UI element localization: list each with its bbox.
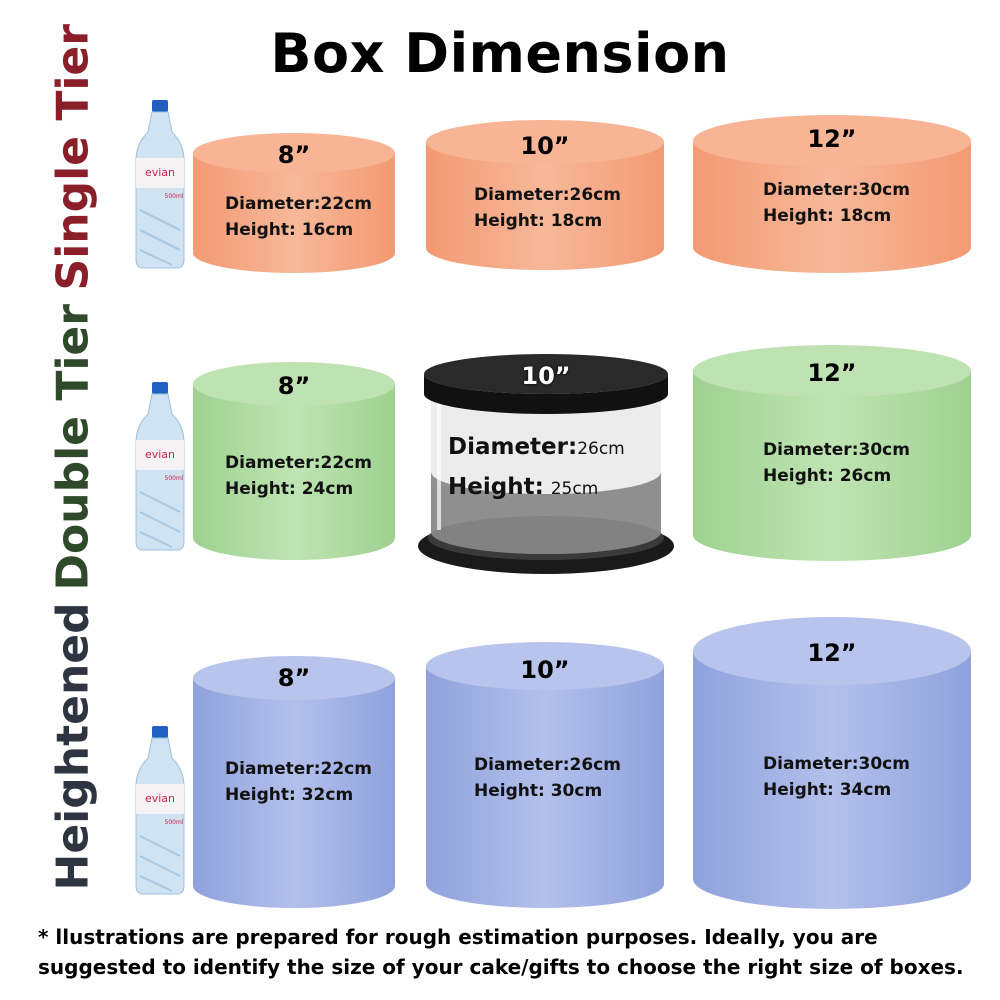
bottle-brand: evian (145, 448, 175, 461)
box-size-label: 8” (277, 664, 311, 692)
box-specs: Diameter:30cm Height: 34cm (763, 751, 910, 803)
diameter-label: Diameter: (225, 194, 321, 214)
diameter-value: 30cm (858, 440, 910, 460)
row-label-double-tier: Double Tier (47, 304, 99, 591)
box-double-10-clear: 10” Diameter:26cm Height: 25cm (415, 352, 677, 582)
diameter-value: 22cm (320, 759, 372, 779)
height-value: 18cm (839, 206, 892, 226)
box-single-8: 8” Diameter:22cm Height: 16cm (193, 133, 395, 273)
height-value: 34cm (839, 780, 892, 800)
box-size-label: 10” (520, 132, 570, 160)
footnote: * llustrations are prepared for rough es… (38, 925, 964, 979)
box-size-label: 10” (520, 656, 570, 684)
height-label: Height: (474, 781, 545, 801)
box-specs: Diameter:26cm Height: 30cm (474, 752, 621, 804)
box-heightened-10: 10” Diameter:26cm Height: 30cm (426, 642, 664, 908)
diameter-label: Diameter: (763, 754, 859, 774)
box-size-label: 12” (807, 359, 857, 387)
diameter-label: Diameter: (225, 759, 321, 779)
box-specs: Diameter:22cm Height: 32cm (225, 756, 372, 808)
box-heightened-8: 8” Diameter:22cm Height: 32cm (193, 656, 395, 908)
water-bottle-icon: evian 500ml (132, 100, 188, 270)
height-value: 18cm (550, 211, 603, 231)
diameter-value: 26cm (569, 185, 621, 205)
box-specs: Diameter:30cm Height: 18cm (763, 177, 910, 229)
diameter-value: 26cm (569, 755, 621, 775)
box-specs: Diameter:22cm Height: 16cm (225, 191, 372, 243)
diameter-label: Diameter: (448, 434, 578, 460)
page-title: Box Dimension (270, 22, 730, 85)
box-specs: Diameter:26cm Height: 25cm (448, 428, 625, 508)
height-label: Height: (225, 479, 296, 499)
height-value: 25cm (550, 479, 599, 499)
bottle-volume: 500ml (165, 819, 184, 826)
bottle-brand: evian (145, 166, 175, 179)
height-value: 30cm (550, 781, 603, 801)
height-label: Height: (763, 206, 834, 226)
diameter-value: 26cm (577, 439, 625, 459)
height-value: 24cm (301, 479, 354, 499)
box-specs: Diameter:22cm Height: 24cm (225, 450, 372, 502)
box-size-label: 12” (807, 639, 857, 667)
height-value: 26cm (839, 466, 892, 486)
diameter-label: Diameter: (474, 755, 570, 775)
height-label: Height: (474, 211, 545, 231)
diameter-label: Diameter: (763, 440, 859, 460)
box-specs: Diameter:30cm Height: 26cm (763, 437, 910, 489)
height-label: Height: (763, 466, 834, 486)
water-bottle-icon: evian 500ml (132, 726, 188, 896)
water-bottle-icon: evian 500ml (132, 382, 188, 552)
box-size-label: 10” (521, 362, 571, 390)
box-double-8: 8” Diameter:22cm Height: 24cm (193, 362, 395, 560)
height-label: Height: (225, 785, 296, 805)
bottle-brand: evian (145, 792, 175, 805)
diameter-value: 30cm (858, 180, 910, 200)
diameter-value: 30cm (858, 754, 910, 774)
height-label: Height: (225, 220, 296, 240)
box-size-label: 8” (277, 372, 311, 400)
box-single-10: 10” Diameter:26cm Height: 18cm (426, 120, 664, 270)
height-label: Height: (448, 474, 544, 500)
box-size-label: 12” (807, 125, 857, 153)
height-value: 16cm (301, 220, 354, 240)
box-specs: Diameter:26cm Height: 18cm (474, 182, 621, 234)
box-double-12: 12” Diameter:30cm Height: 26cm (693, 345, 971, 561)
bottle-volume: 500ml (165, 193, 184, 200)
diameter-label: Diameter: (474, 185, 570, 205)
row-label-heightened: Heightened (47, 602, 99, 891)
row-label-single-tier: Single Tier (47, 24, 99, 291)
height-label: Height: (763, 780, 834, 800)
box-heightened-12: 12” Diameter:30cm Height: 34cm (693, 617, 971, 910)
diameter-value: 22cm (320, 453, 372, 473)
diameter-value: 22cm (320, 194, 372, 214)
box-size-label: 8” (277, 141, 311, 169)
box-single-12: 12” Diameter:30cm Height: 18cm (693, 115, 971, 273)
height-value: 32cm (301, 785, 354, 805)
diameter-label: Diameter: (763, 180, 859, 200)
diameter-label: Diameter: (225, 453, 321, 473)
bottle-volume: 500ml (165, 475, 184, 482)
